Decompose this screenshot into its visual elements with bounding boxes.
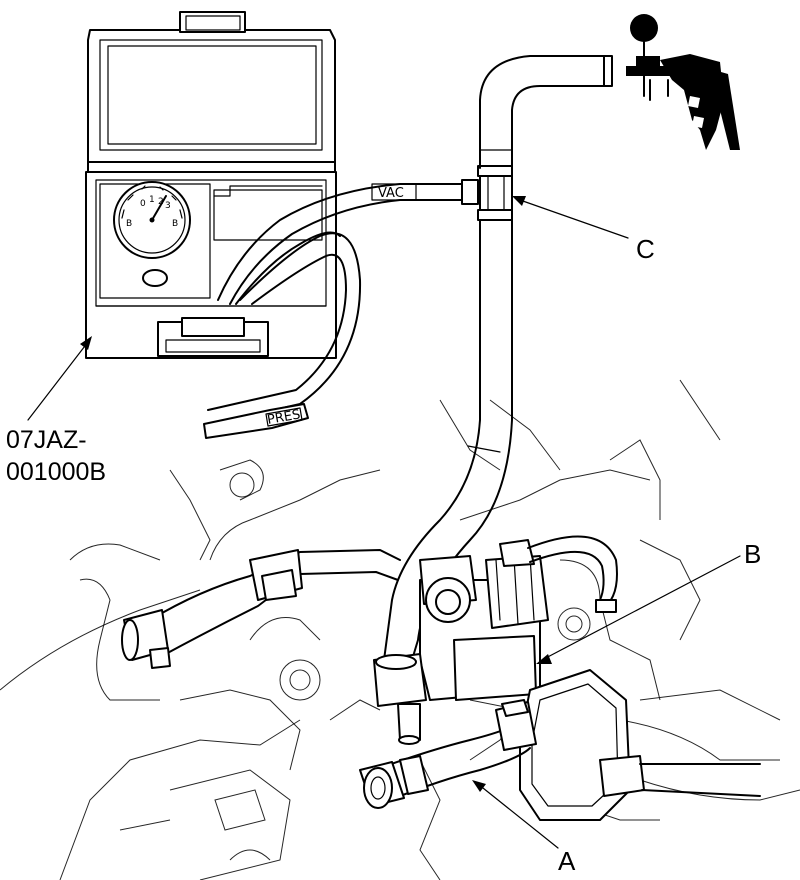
gauge-scale-mark: 0 — [140, 199, 146, 209]
upper-hose — [479, 55, 613, 169]
vacuum-pump-gauge-kit: B B 0 1 2 3 — [85, 11, 337, 359]
canister-housing — [519, 669, 761, 821]
leader-lines — [27, 196, 741, 849]
tester-hoses: PRES VAC — [203, 179, 489, 439]
engine-background — [0, 379, 800, 880]
gauge-right-mark: B — [172, 219, 178, 229]
purge-hose-a — [359, 699, 537, 809]
callout-b: B — [744, 539, 761, 569]
purge-control-solenoid-valve — [373, 535, 618, 745]
gauge-scale-mark: 3 — [165, 201, 171, 211]
gauge-scale-mark: 2 — [158, 197, 164, 207]
gauge-scale-mark: 1 — [149, 195, 155, 205]
tool-number-line2: 001000B — [6, 458, 106, 486]
callout-c: C — [636, 234, 655, 264]
hand-vacuum-pump-icon — [626, 14, 740, 150]
vac-hose-tag: VAC — [378, 186, 404, 201]
t-joint-c — [477, 165, 513, 221]
tool-number-line1: 07JAZ- — [6, 426, 87, 454]
gauge-left-mark: B — [126, 219, 132, 229]
callout-a: A — [558, 846, 576, 876]
engine-side-hose — [121, 549, 401, 669]
